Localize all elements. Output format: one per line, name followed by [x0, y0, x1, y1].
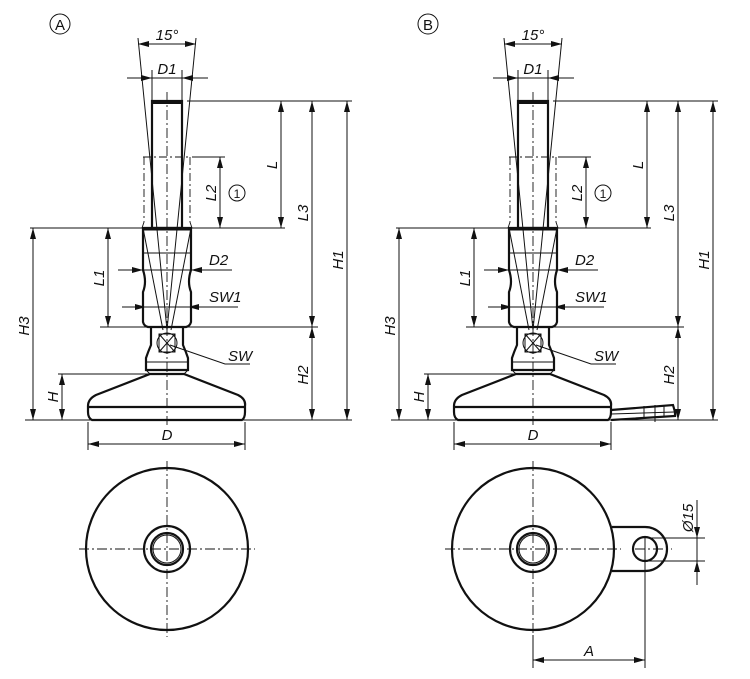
label-hole-diameter: Ø15: [680, 503, 697, 533]
label-h2: H2: [295, 365, 312, 385]
variant-marker: B: [423, 17, 433, 34]
label-l1: L1: [457, 270, 474, 287]
mounting-tab-side: [610, 403, 677, 422]
variant-marker: A: [55, 17, 65, 34]
label-d1: D1: [157, 61, 176, 78]
dimensions-a: [24, 40, 353, 451]
side-view-b: [452, 36, 614, 427]
variant-marker-circle: [49, 13, 71, 35]
label-l2: L2: [569, 184, 586, 201]
callout-number: 1: [600, 187, 607, 201]
label-angle: 15°: [522, 27, 545, 44]
dimensions-b: [390, 40, 719, 451]
label-l1: L1: [91, 270, 108, 287]
label-d1: D1: [523, 61, 542, 78]
label-l: L: [630, 161, 647, 169]
label-l3: L3: [661, 204, 678, 221]
label-sw1: SW1: [209, 289, 242, 306]
label-h: H: [45, 391, 62, 402]
label-h3: H3: [382, 316, 399, 336]
variant-a: A 15° D1 L L2 1 L3 H1 L1 D2 SW1 SW H3 H2…: [16, 13, 353, 639]
label-l: L: [264, 161, 281, 169]
label-h3: H3: [16, 316, 33, 336]
top-view-a: [77, 459, 257, 639]
label-sw: SW: [228, 348, 254, 365]
label-sw1: SW1: [575, 289, 608, 306]
label-d2: D2: [209, 252, 229, 269]
callout-number: 1: [234, 187, 241, 201]
label-angle: 15°: [156, 27, 179, 44]
label-h1: H1: [330, 250, 347, 269]
label-d2: D2: [575, 252, 595, 269]
label-a: A: [583, 643, 594, 660]
label-h1: H1: [696, 250, 713, 269]
label-sw: SW: [594, 348, 620, 365]
variant-b: B 15° D1 L L2 1 L3 H1 L1 D2 SW1 SW H3 H2…: [382, 13, 719, 668]
label-l3: L3: [295, 204, 312, 221]
side-view-a: [86, 36, 248, 427]
label-d: D: [528, 427, 539, 444]
variant-marker-circle: [417, 13, 439, 35]
label-h: H: [411, 391, 428, 402]
top-view-b: Ø15 A: [443, 459, 705, 668]
label-l2: L2: [203, 184, 220, 201]
label-h2: H2: [661, 365, 678, 385]
label-d: D: [162, 427, 173, 444]
